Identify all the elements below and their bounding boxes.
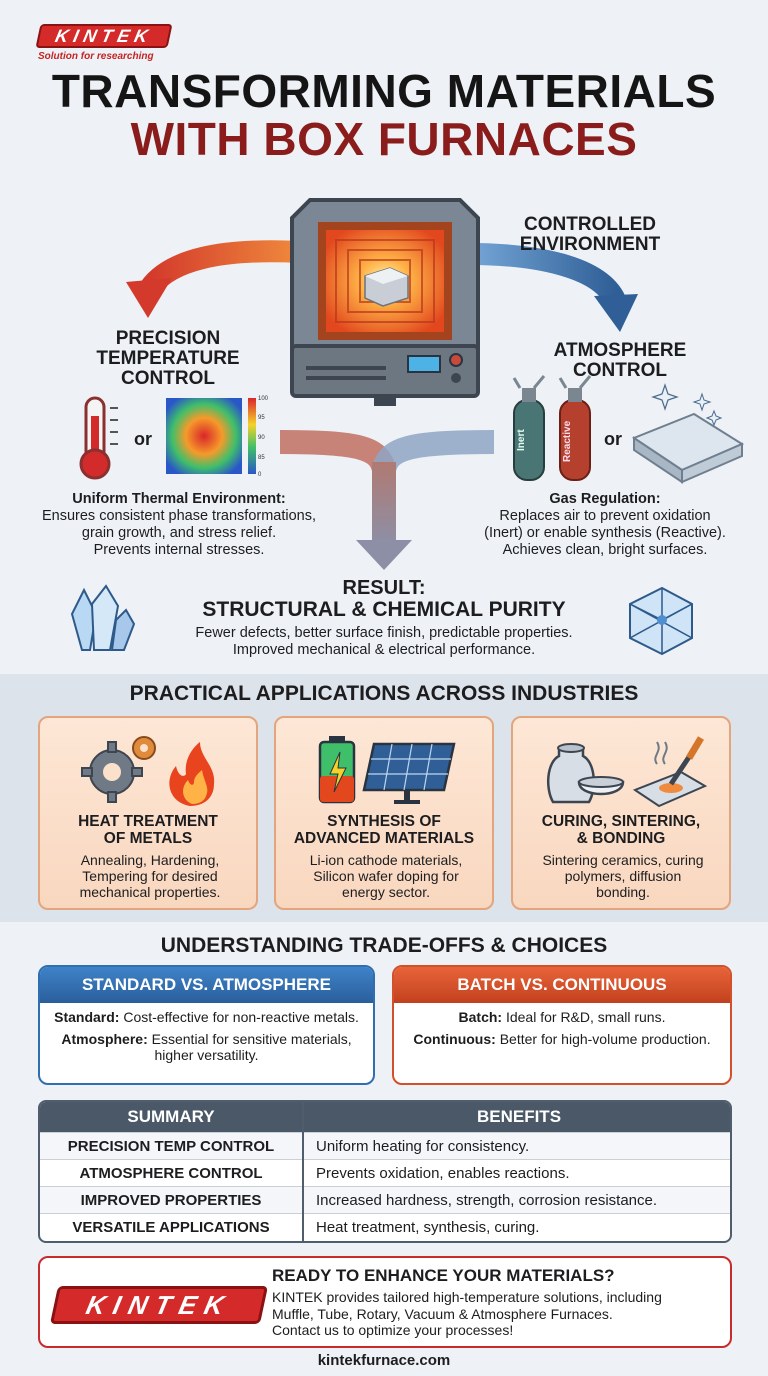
colorbar-tick: 90 bbox=[258, 435, 265, 441]
app-description: Sintering ceramics, curing polymers, dif… bbox=[542, 852, 704, 900]
tradeoff-line: Atmosphere: Essential for sensitive mate… bbox=[61, 1031, 352, 1063]
table-header-summary: SUMMARY bbox=[127, 1107, 215, 1126]
app-title: CURING, SINTERING, & BONDING bbox=[541, 813, 701, 847]
merge-arrow bbox=[279, 430, 495, 570]
cta-description: KINTEK provides tailored high-temperatur… bbox=[272, 1289, 662, 1338]
table-cell-label: PRECISION TEMP CONTROL bbox=[67, 1138, 275, 1155]
hero-illustration bbox=[79, 198, 745, 570]
kintek-logo[interactable]: KINTEK bbox=[35, 24, 173, 48]
summary-table: SUMMARY BENEFITS PRECISION TEMP CONTROL … bbox=[38, 1100, 732, 1243]
app-card-synthesis: SYNTHESIS OF ADVANCED MATERIALS Li-ion c… bbox=[274, 716, 494, 910]
table-row: PRECISION TEMP CONTROL Uniform heating f… bbox=[40, 1132, 730, 1159]
cylinder-label-reactive: Reactive bbox=[562, 420, 573, 462]
cylinder-label-inert: Inert bbox=[516, 429, 527, 451]
arrow-blue-shaft bbox=[449, 242, 625, 306]
table-row: ATMOSPHERE CONTROL Prevents oxidation, e… bbox=[40, 1159, 730, 1186]
website-link[interactable]: kintekfurnace.com bbox=[317, 1352, 451, 1369]
table-cell-label: IMPROVED PROPERTIES bbox=[80, 1192, 262, 1209]
logo-tagline: Solution for researching bbox=[38, 51, 154, 62]
table-cell-value: Prevents oxidation, enables reactions. bbox=[316, 1165, 570, 1182]
thermometer-icon bbox=[79, 396, 118, 480]
cta-heading: READY TO ENHANCE YOUR MATERIALS? bbox=[272, 1266, 615, 1285]
arrow-red-shaft bbox=[141, 240, 301, 295]
app-description: Annealing, Hardening, Tempering for desi… bbox=[79, 852, 221, 900]
app-card-curing: CURING, SINTERING, & BONDING Sintering c… bbox=[511, 716, 731, 910]
lattice-cube-icon bbox=[629, 586, 693, 656]
applications-heading: PRACTICAL APPLICATIONS ACROSS INDUSTRIES bbox=[129, 682, 639, 705]
box-furnace-illustration bbox=[290, 198, 480, 406]
tradeoff-title: BATCH vs. CONTINUOUS bbox=[394, 967, 730, 1003]
table-header: SUMMARY BENEFITS bbox=[40, 1102, 730, 1132]
arrow-blue-head bbox=[594, 294, 638, 332]
app-title: HEAT TREATMENT OF METALS bbox=[78, 813, 218, 847]
arrow-red-head bbox=[126, 278, 172, 318]
table-row: IMPROVED PROPERTIES Increased hardness, … bbox=[40, 1186, 730, 1213]
or-right: or bbox=[604, 429, 622, 449]
atmosphere-control-label: ATMOSPHERE CONTROL bbox=[553, 340, 687, 381]
colorbar-tick: 85 bbox=[258, 455, 265, 461]
ceramics-bonding-icon bbox=[546, 736, 708, 808]
app-title: SYNTHESIS OF ADVANCED MATERIALS bbox=[293, 813, 475, 847]
table-header-benefits: BENEFITS bbox=[476, 1107, 562, 1126]
colorbar-tick: 0 bbox=[258, 472, 262, 478]
table-cell-value: Heat treatment, synthesis, curing. bbox=[316, 1219, 540, 1236]
page-title-line1: TRANSFORMING MATERIALS bbox=[51, 65, 717, 117]
table-divider bbox=[302, 1102, 304, 1241]
cta-box: KINTEK READY TO ENHANCE YOUR MATERIALS? … bbox=[38, 1256, 732, 1348]
metal-plate-icon bbox=[631, 383, 745, 484]
tradeoff-line: Standard: Cost-effective for non-reactiv… bbox=[54, 1009, 359, 1025]
table-row: VERSATILE APPLICATIONS Heat treatment, s… bbox=[40, 1213, 730, 1240]
result-title: STRUCTURAL & CHEMICAL PURITY bbox=[202, 598, 566, 621]
battery-solar-icon bbox=[318, 736, 456, 804]
page-title-line2: WITH BOX FURNACES bbox=[130, 113, 638, 165]
tradeoff-batch-vs-continuous: BATCH vs. CONTINUOUS Batch: Ideal for R&… bbox=[392, 965, 732, 1085]
result-description: Fewer defects, better surface finish, pr… bbox=[195, 625, 573, 658]
app-card-heat-treatment: HEAT TREATMENT OF METALS Annealing, Hard… bbox=[38, 716, 258, 910]
crystal-icon bbox=[70, 584, 136, 651]
result-label: RESULT: bbox=[342, 577, 426, 599]
table-cell-value: Uniform heating for consistency. bbox=[316, 1138, 530, 1155]
colorbar-tick: 95 bbox=[258, 415, 265, 421]
controlled-env-label: CONTROLLED ENVIRONMENT bbox=[519, 214, 661, 255]
gas-regulation-block: Gas Regulation: Replaces air to prevent … bbox=[484, 491, 726, 558]
or-left: or bbox=[134, 429, 152, 449]
tradeoff-standard-vs-atmosphere: STANDARD vs. ATMOSPHERE Standard: Cost-e… bbox=[38, 965, 375, 1085]
table-cell-value: Increased hardness, strength, corrosion … bbox=[316, 1192, 658, 1209]
thermal-environment-block: Uniform Thermal Environment: Ensures con… bbox=[41, 491, 317, 558]
tradeoffs-heading: UNDERSTANDING TRADE-OFFS & CHOICES bbox=[160, 934, 608, 957]
cta-kintek-logo[interactable]: KINTEK bbox=[49, 1286, 269, 1324]
gear-flame-icon bbox=[81, 736, 215, 806]
tradeoff-line: Batch: Ideal for R&D, small runs. bbox=[458, 1009, 666, 1025]
gas-cylinders-icon bbox=[512, 375, 592, 481]
colorbar-tick: 100 bbox=[258, 396, 269, 402]
precision-temp-label: PRECISION TEMPERATURE CONTROL bbox=[96, 328, 240, 389]
app-description: Li-ion cathode materials, Silicon wafer … bbox=[309, 852, 463, 900]
heatmap-icon bbox=[166, 398, 256, 474]
table-cell-label: ATMOSPHERE CONTROL bbox=[79, 1165, 263, 1182]
tradeoff-line: Continuous: Better for high-volume produ… bbox=[413, 1031, 711, 1047]
tradeoff-title: STANDARD vs. ATMOSPHERE bbox=[40, 967, 373, 1003]
table-cell-label: VERSATILE APPLICATIONS bbox=[72, 1219, 270, 1236]
